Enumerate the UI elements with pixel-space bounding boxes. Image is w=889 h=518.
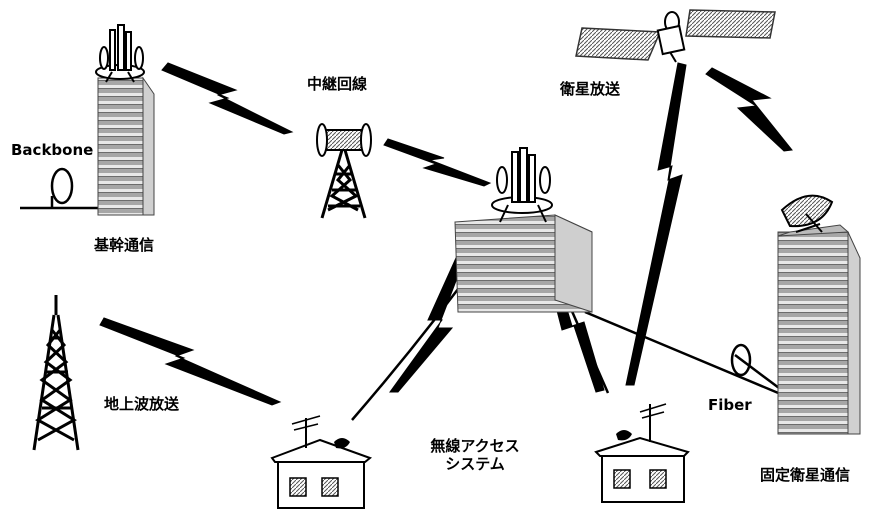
house-icon [594,403,690,503]
fiber-line [584,310,796,402]
fiber-label: Fiber [708,396,752,414]
relay-label: 中継回線 [307,75,368,93]
dish-building-icon [777,194,861,435]
house-icon [270,415,373,509]
relay-tower-icon [316,123,372,219]
fiber-coil-icon [50,167,74,208]
central-building-icon [454,147,593,313]
building-with-antennas-icon [95,24,155,216]
satellite-icon [575,9,776,63]
wireless-access-line1: 無線アクセス [430,437,520,455]
lightning-link-icon [99,62,793,406]
broadcast-tower-icon [32,295,80,451]
terrestrial-broadcast-label: 地上波放送 [104,395,180,413]
wireless-access-label: 無線アクセス システム [420,437,530,473]
backbone-jp-label: 基幹通信 [94,236,155,254]
backbone-label: Backbone [11,141,94,159]
satellite-broadcast-label: 衛星放送 [560,80,621,98]
fixed-satellite-label: 固定衛星通信 [760,466,851,484]
wireless-access-line2: システム [445,455,505,473]
fiber-coil-icon [730,343,752,377]
